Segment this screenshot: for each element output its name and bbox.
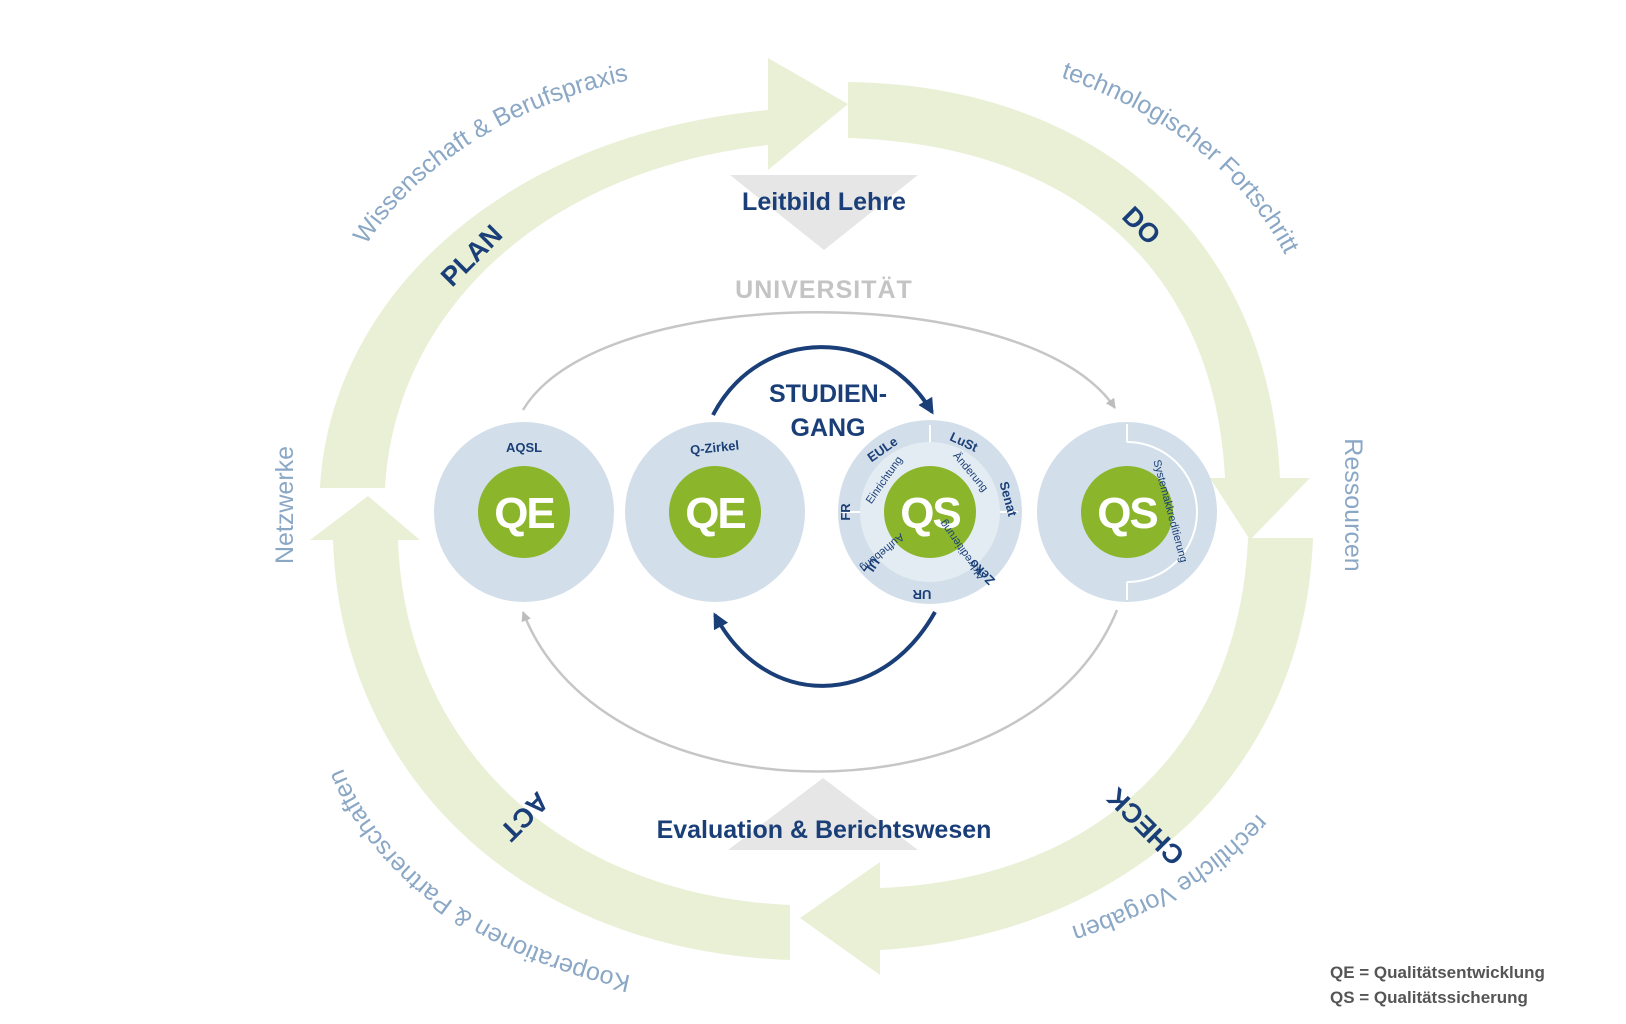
studiengang-arrow-bottom (713, 611, 937, 688)
leitbild-triangle (730, 175, 918, 250)
factor-netzwerke: Netzwerke (271, 446, 299, 564)
badge-text: QE (494, 489, 554, 538)
qe-badge (478, 466, 570, 558)
evaluation-label: Evaluation & Berichtswesen (657, 816, 992, 844)
circle-label: AQSL (506, 440, 542, 455)
do-arrow (848, 82, 1310, 540)
factor-ressourcen: Ressourcen (1339, 438, 1367, 571)
evaluation-triangle (728, 778, 918, 850)
body-ur: UR (912, 587, 931, 602)
pdca-cycle-ring (310, 58, 1313, 975)
circle-qs-system: QS Systemakkreditierung (1037, 422, 1217, 602)
check-arrow (800, 538, 1313, 975)
plan-arrow (320, 58, 848, 488)
circle-aqsl: AQSL QE (434, 422, 614, 602)
studiengang-arrow-top (711, 345, 934, 416)
legend-qs: QS = Qualitätssicherung (1330, 988, 1528, 1007)
badge-text: QS (900, 489, 960, 538)
circle-qs-studiengang: QS EULe LuSt Senat Zeko UR UL FR Einrich… (838, 420, 1022, 604)
universitaet-label: UNIVERSITÄT (735, 276, 913, 304)
leitbild-label: Leitbild Lehre (742, 188, 906, 216)
qs-badge (1081, 466, 1173, 558)
inner-arrow-top (521, 311, 1117, 411)
qs-badge (884, 466, 976, 558)
circle-label: Q-Zirkel (689, 437, 739, 457)
studiengang-label-2: GANG (791, 414, 866, 442)
badge-text: QE (685, 489, 745, 538)
legend-qe: QE = Qualitätsentwicklung (1330, 963, 1545, 982)
act-arrow (310, 496, 790, 960)
inner-arrow-bottom (521, 609, 1119, 773)
badge-text: QS (1097, 489, 1157, 538)
qe-badge (669, 466, 761, 558)
studiengang-label-1: STUDIEN- (769, 380, 887, 408)
circle-q-zirkel: Q-Zirkel QE (625, 422, 805, 602)
legend: QE = Qualitätsentwicklung QS = Qualitäts… (1330, 960, 1545, 1010)
body-fr: FR (838, 503, 853, 521)
